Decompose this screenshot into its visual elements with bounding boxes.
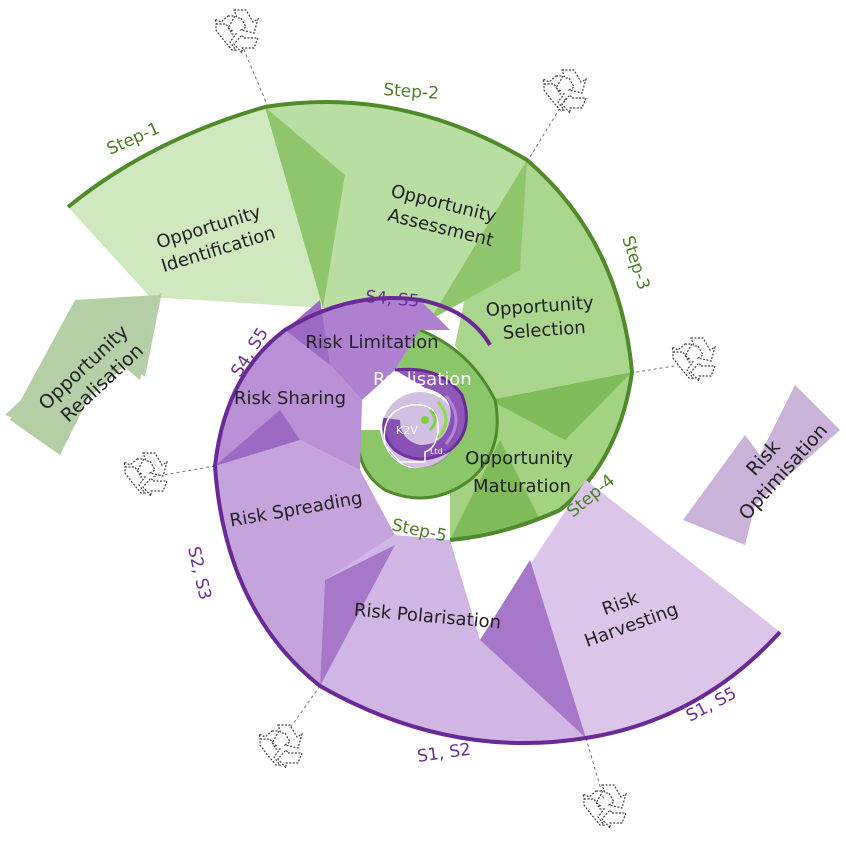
label-risk-limitation: Risk Limitation [305,332,438,353]
step-label: Step-3 [617,233,653,292]
logo-main-text: K2V [396,424,418,437]
risk-optimisation-arrow: Risk Optimisation [683,385,840,545]
opportunity-realisation-arrow: Opportunity Realisation [5,292,162,455]
logo-sub-text: Ltd. [430,447,445,456]
recycle-icon [542,69,587,114]
step-label: S4, S5 [365,287,421,312]
recycle-icon [123,452,168,497]
recycle-icon [258,724,303,769]
step-label: Step-2 [383,80,440,104]
wifi-icon [428,395,458,445]
green-spiral [66,100,635,542]
label-risk-sharing: Risk Sharing [234,388,346,409]
recycle-icon [671,337,716,382]
k2v-logo: K2V Ltd. [382,392,458,468]
step-label: S2, S3 [183,545,215,602]
recycle-icon [214,9,259,54]
purple-spiral [212,296,782,746]
step-label: S1, S2 [416,740,472,767]
center-title: Realisation [373,369,472,390]
recycle-icon [582,784,627,829]
label-opportunity-maturation: Opportunity Maturation [465,448,579,497]
